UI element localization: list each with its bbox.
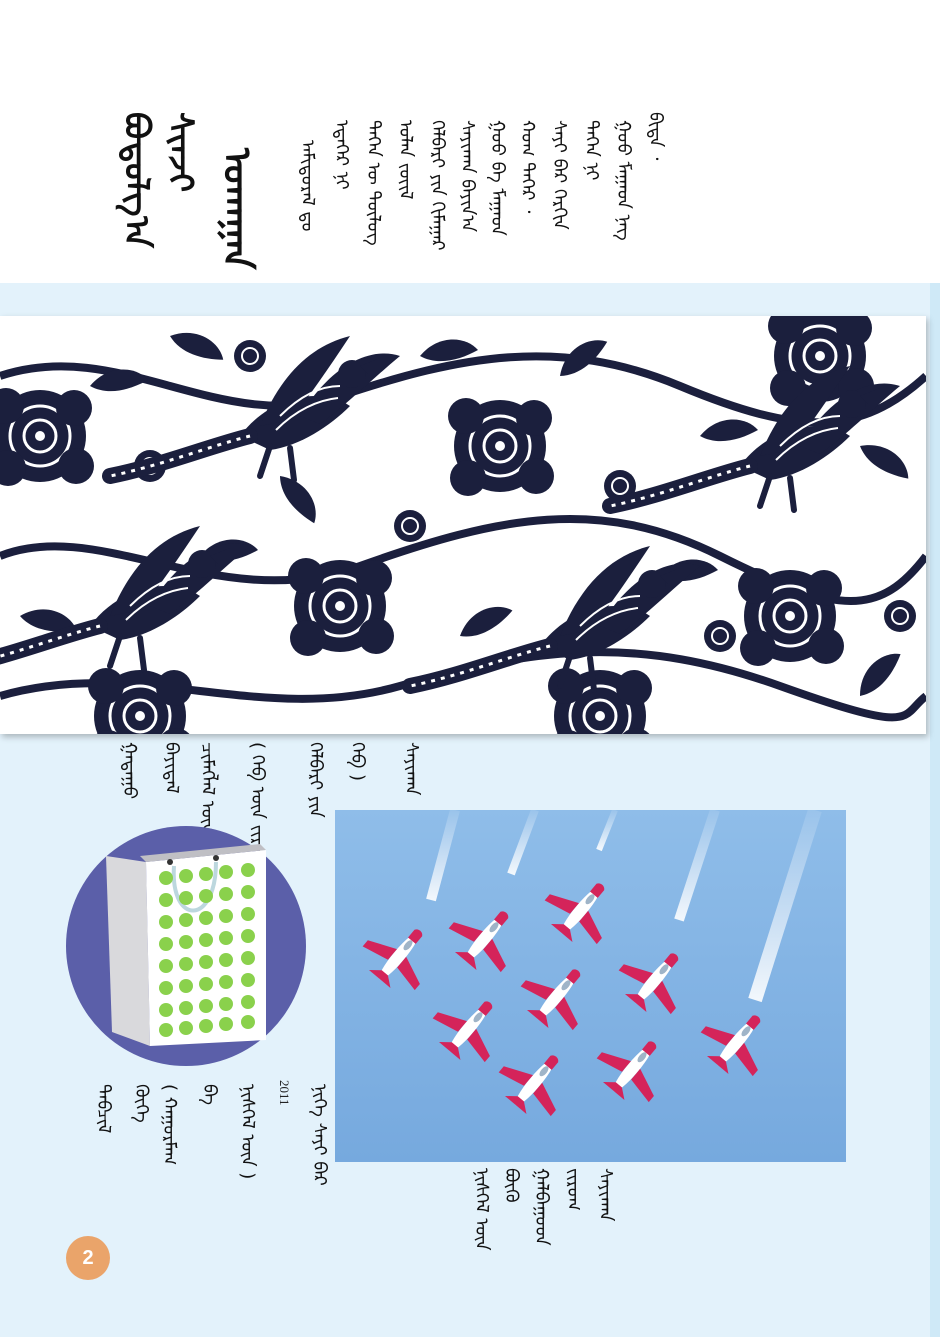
top-text-col: ᠭᠤᠤ ᠮᠠᠭᠠᠳ ᠨᠡᠭ (613, 120, 634, 241)
photo-caption-col: ᠪᠦᠬᠦ (501, 1168, 522, 1203)
bottom-text-col: ᠨᠢᠰᠬᠡᠯ ᠦᠨ ) (237, 1084, 258, 1180)
top-text-col: ᠬᠤᠭ ᠲᠡᠬᠡᠷ ᠂ (517, 120, 538, 214)
photo-caption-col: ᠵᠢᠷᠤᠭ (563, 1168, 584, 1211)
top-text-col: ᠪᠢᠳᠡ ᠂ (645, 112, 666, 161)
shopping-bag-icon (106, 844, 266, 1046)
top-text-col: ᠣᠯᠠᠨ ᠵᠦᠢᠯ (395, 120, 416, 200)
top-text-col: ᠠᠮᠢᠳᠤᠷᠠᠯ ᠳᠤ (297, 140, 318, 232)
top-text-col: ᠬᠡᠯᠪᠡᠷᠢ ᠶᠢᠨ ᠬᠢᠮᠠᠭᠠᠷ (427, 120, 448, 251)
title-line-2: ᠰᠢᠨᠵᠢ (160, 112, 200, 193)
middle-text-col: ᠬᠡᠯᠪᠡᠷᠢ ᠶᠢᠨ (305, 742, 326, 818)
middle-text-col: ᠴᠢᠮᠡᠭᠯᠡᠯ ᠦᠨ (197, 742, 218, 834)
bottom-text-col: ᠬᠥᠭᠡ (131, 1084, 152, 1123)
photo-caption-col: ᠭᠠᠯᠪᠠᠭᠤᠳ (531, 1168, 552, 1246)
middle-text-col: ᠭᠠᠳᠠᠭᠤ (119, 742, 140, 800)
photo-caption-col: ᠰᠠᠶᠢᠬᠠᠨ (595, 1168, 616, 1222)
photo-caption-col: ᠨᠢᠰᠬᠡᠯ ᠦᠨ (471, 1168, 492, 1251)
top-text-col: ᠰᠠᠶᠢ ᠪᠡᠷ ᠬᠡᠷᠬᠢᠨ (549, 120, 570, 230)
aircraft-formation-photo (335, 810, 846, 1162)
bottom-text-col: ᠪᠠ (199, 1084, 220, 1106)
phoenix-peony-pattern (0, 316, 926, 734)
year-label: 2011 (277, 1080, 292, 1106)
top-text-col: ᠲᠡᠭᠡᠨ ᠦ ᠲᠥᠯᠥᠭ (363, 120, 384, 246)
top-text-col: ᠰᠠᠶᠢᠬᠠᠨ ᠪᠠᠶᠢᠨ᠎ᠠ (457, 120, 478, 233)
middle-text-col: ᠰᠠᠶᠢᠬᠠᠨ (401, 742, 422, 796)
middle-text-col: ᠬᠡᠪ ) (347, 742, 368, 782)
top-text-col: ᠡᠳᠡᠭᠡᠷ ᠨᠢ (331, 120, 352, 190)
bottom-text-col: ᠲᠡᠪᠴᠢᠯ (93, 1084, 114, 1134)
bottom-text-col: ( ᠬᠠᠭᠤᠷᠮᠠᠭ (159, 1084, 180, 1166)
bottom-text-col: ᠨᠢᠭᠡ ᠰᠠᠶᠢ ᠪᠡᠷ (309, 1084, 330, 1186)
middle-text-col: ᠪᠠᠶᠢᠳᠠᠯ (161, 742, 182, 794)
title-line-3: ᠤᠬᠠᠭᠠᠨ (215, 148, 259, 270)
top-text-col: ᠲᠡᠭᠡᠨ ᠨᠢ (581, 120, 602, 181)
middle-text-col: ( ᠬᠡᠪ ᠦᠨ ᠵᠢᠷᠤᠭ (247, 742, 268, 868)
page-number-badge: 2 (66, 1236, 110, 1280)
bag-circle (66, 826, 306, 1066)
title-line-1: ᠪᠣᠳᠣᠯᠭ᠎ᠠ (116, 112, 156, 248)
top-text-col: ᠭᠣᠣ ᠪᠠ ᠮᠠᠭᠠᠳ (487, 120, 508, 236)
